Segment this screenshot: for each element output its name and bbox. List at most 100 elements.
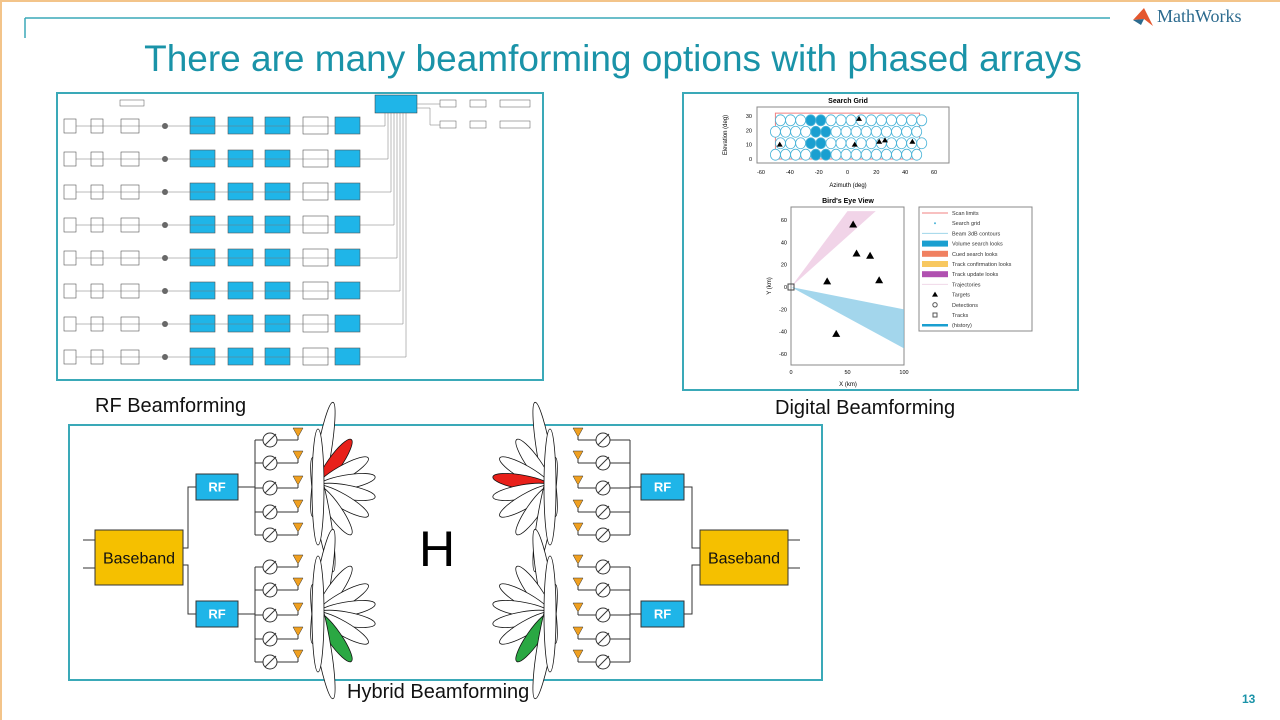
target-marker xyxy=(881,137,888,143)
beam-contour xyxy=(825,137,837,150)
rf-block xyxy=(264,149,291,168)
baseband-block-right xyxy=(699,529,789,586)
rf-block-label: RF xyxy=(654,607,671,622)
legend-entry: Beam 3dB contours xyxy=(952,231,1001,237)
rf-block xyxy=(227,248,254,267)
rf-block xyxy=(264,116,291,135)
output-block xyxy=(469,99,487,108)
legend-entry: Cued search looks xyxy=(952,252,998,258)
rf-block xyxy=(227,281,254,300)
beam-contour xyxy=(886,114,897,127)
legend-entry: Scan limits xyxy=(952,211,979,217)
target-marker xyxy=(832,329,841,337)
beam-contour xyxy=(775,114,786,127)
rf-block xyxy=(227,116,254,135)
target-marker xyxy=(851,141,858,147)
search-grid-ytick: 30 xyxy=(746,114,752,120)
beam-contour xyxy=(830,148,842,161)
rf-block xyxy=(334,347,361,366)
beam-contour xyxy=(780,148,791,161)
track-update-wedge xyxy=(791,211,876,287)
beam-contour xyxy=(881,125,892,138)
legend-entry: Detections xyxy=(952,303,978,309)
rf-block xyxy=(195,600,239,628)
search-grid-xtick: -60 xyxy=(757,170,765,176)
rf-block-label: RF xyxy=(654,480,671,495)
search-grid-xtick: 0 xyxy=(846,170,849,176)
antenna-icon xyxy=(292,577,304,588)
beam-contour xyxy=(906,114,918,127)
rf-block xyxy=(189,182,216,201)
beam-contour xyxy=(886,137,897,150)
signal-block xyxy=(63,118,77,134)
antenna-icon xyxy=(292,427,304,438)
rf-block xyxy=(264,248,291,267)
channel-h-label: H xyxy=(419,521,455,577)
hybrid-caption: Hybrid Beamforming xyxy=(347,681,530,703)
beam-contour xyxy=(840,148,852,161)
beam-contour xyxy=(860,148,872,161)
birds-eye-ytick: -40 xyxy=(779,330,787,336)
search-grid-xtick: -20 xyxy=(815,170,823,176)
beam-contour xyxy=(770,148,781,161)
beam-contour xyxy=(865,137,877,150)
antenna-icon xyxy=(572,475,584,486)
search-grid-xtick: 20 xyxy=(873,170,879,176)
beam-contour xyxy=(810,148,822,161)
rf-block xyxy=(640,600,685,628)
rf-block xyxy=(189,347,216,366)
rf-block xyxy=(189,281,216,300)
antenna-icon xyxy=(572,577,584,588)
beam-contour xyxy=(825,114,837,127)
baseband-block-left-label: Baseband xyxy=(103,550,175,567)
beam-contour xyxy=(820,125,832,138)
broadside-lobe xyxy=(311,428,325,546)
output-block xyxy=(439,99,457,108)
beam-contour xyxy=(830,125,842,138)
volume-search-wedge xyxy=(791,287,904,349)
birds-eye-ylabel: Y (km) xyxy=(767,277,773,295)
beam-contour xyxy=(800,125,812,138)
signal-block xyxy=(63,217,77,233)
rf-block xyxy=(189,149,216,168)
birds-eye-ytick: 0 xyxy=(784,285,787,291)
beam-contour xyxy=(916,137,928,150)
rf-simulink-diagram xyxy=(63,94,531,366)
antenna-icon xyxy=(292,554,304,565)
beam-contour xyxy=(805,137,817,150)
beam-contour xyxy=(795,114,807,127)
rf-block xyxy=(640,473,685,501)
broadside-lobe xyxy=(543,428,557,546)
rf-block xyxy=(264,215,291,234)
antenna-icon xyxy=(292,522,304,533)
birds-eye-ytick: -60 xyxy=(779,352,787,358)
antenna-icon xyxy=(292,626,304,637)
signal-block xyxy=(63,283,77,299)
beam-contour xyxy=(850,148,862,161)
target-marker xyxy=(856,115,863,121)
rf-block xyxy=(302,281,329,300)
rf-caption: RF Beamforming xyxy=(95,395,247,417)
birds-eye-xlabel: X (km) xyxy=(839,382,857,388)
signal-block xyxy=(63,349,77,365)
legend-entry: Tracks xyxy=(952,313,969,319)
search-grid-ytick: 10 xyxy=(746,143,752,149)
beam-contour xyxy=(896,114,907,127)
search-grid-ytick: 0 xyxy=(749,157,752,163)
rf-block xyxy=(264,347,291,366)
birds-eye-ytick: 40 xyxy=(781,240,787,246)
beam-contour xyxy=(785,114,796,127)
hybrid-panel xyxy=(68,424,823,681)
beam-contour xyxy=(891,148,902,161)
rf-block xyxy=(302,116,329,135)
rf-block xyxy=(302,347,329,366)
beam-contour xyxy=(835,137,847,150)
antenna-icon xyxy=(292,499,304,510)
search-grid-ylabel: Elevation (deg) xyxy=(723,115,729,155)
rf-block xyxy=(334,149,361,168)
beam-contour xyxy=(780,125,791,138)
rf-block xyxy=(195,473,239,501)
birds-eye-xtick: 0 xyxy=(789,370,792,376)
rf-block xyxy=(227,215,254,234)
